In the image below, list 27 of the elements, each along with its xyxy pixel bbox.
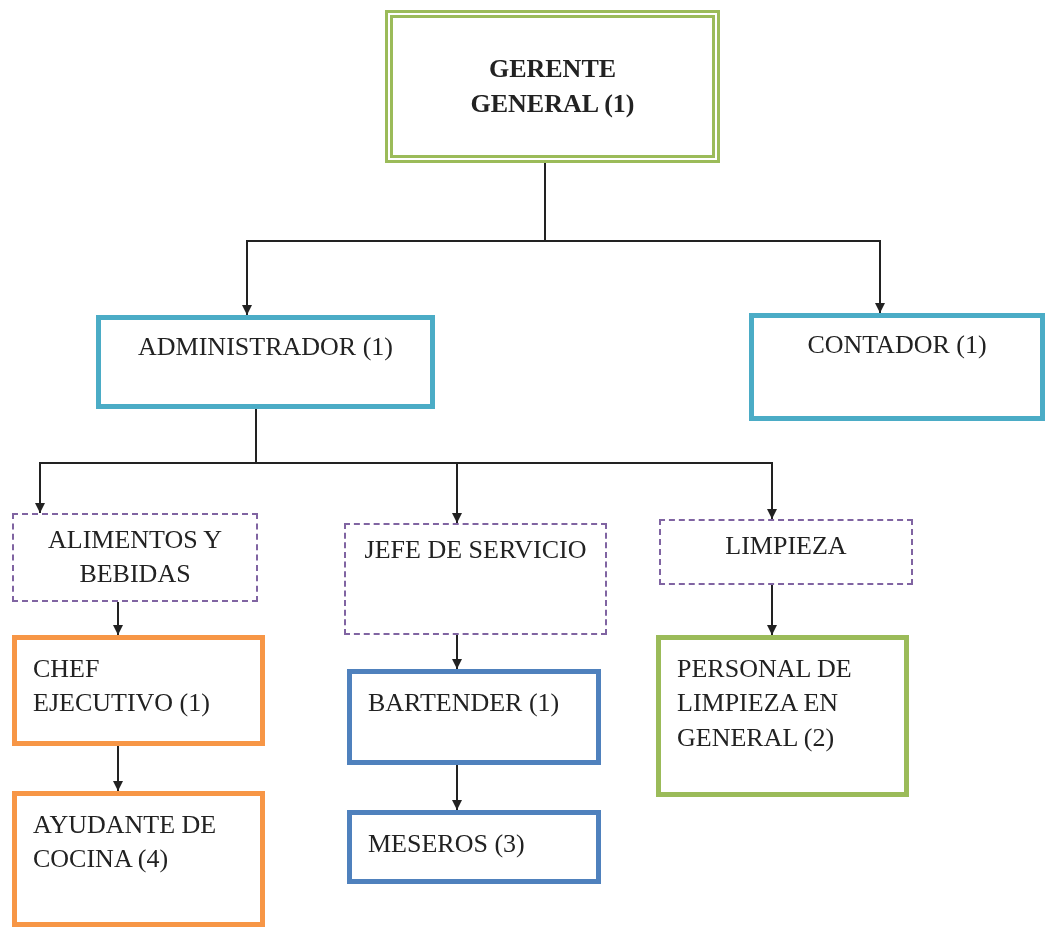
arrow <box>113 745 123 792</box>
box-label: ADMINISTRADOR (1) <box>138 331 393 363</box>
box-label: BARTENDER (1) <box>368 687 560 719</box>
org-box <box>749 313 1045 421</box>
org-box <box>96 315 435 409</box>
box-label: LIMPIEZA <box>725 530 847 562</box>
org-box <box>385 10 720 163</box>
org-box <box>12 791 265 927</box>
box-label: AYUDANTE DE COCINA (4) <box>33 809 218 876</box>
box-label: ALIMENTOS Y BEBIDAS <box>46 524 224 591</box>
dashed-box <box>344 523 607 635</box>
arrow <box>452 764 462 811</box>
dashed-box <box>12 513 258 602</box>
arrow <box>452 634 462 670</box>
box-label: GERENTE GENERAL (1) <box>469 53 636 120</box>
box-label: MESEROS (3) <box>368 828 525 860</box>
box-label: PERSONAL DE LIMPIEZA EN GENERAL (2) <box>677 653 853 754</box>
box-label: CONTADOR (1) <box>807 329 987 361</box>
org-box <box>12 635 265 746</box>
box-label: CHEF EJECUTIVO (1) <box>33 653 211 720</box>
arrow <box>767 584 777 636</box>
box-label: JEFE DE SERVICIO <box>364 534 587 566</box>
org-box <box>656 635 909 797</box>
org-box <box>347 669 601 765</box>
org-box <box>347 810 601 884</box>
dashed-box <box>659 519 913 585</box>
arrow <box>113 601 123 636</box>
